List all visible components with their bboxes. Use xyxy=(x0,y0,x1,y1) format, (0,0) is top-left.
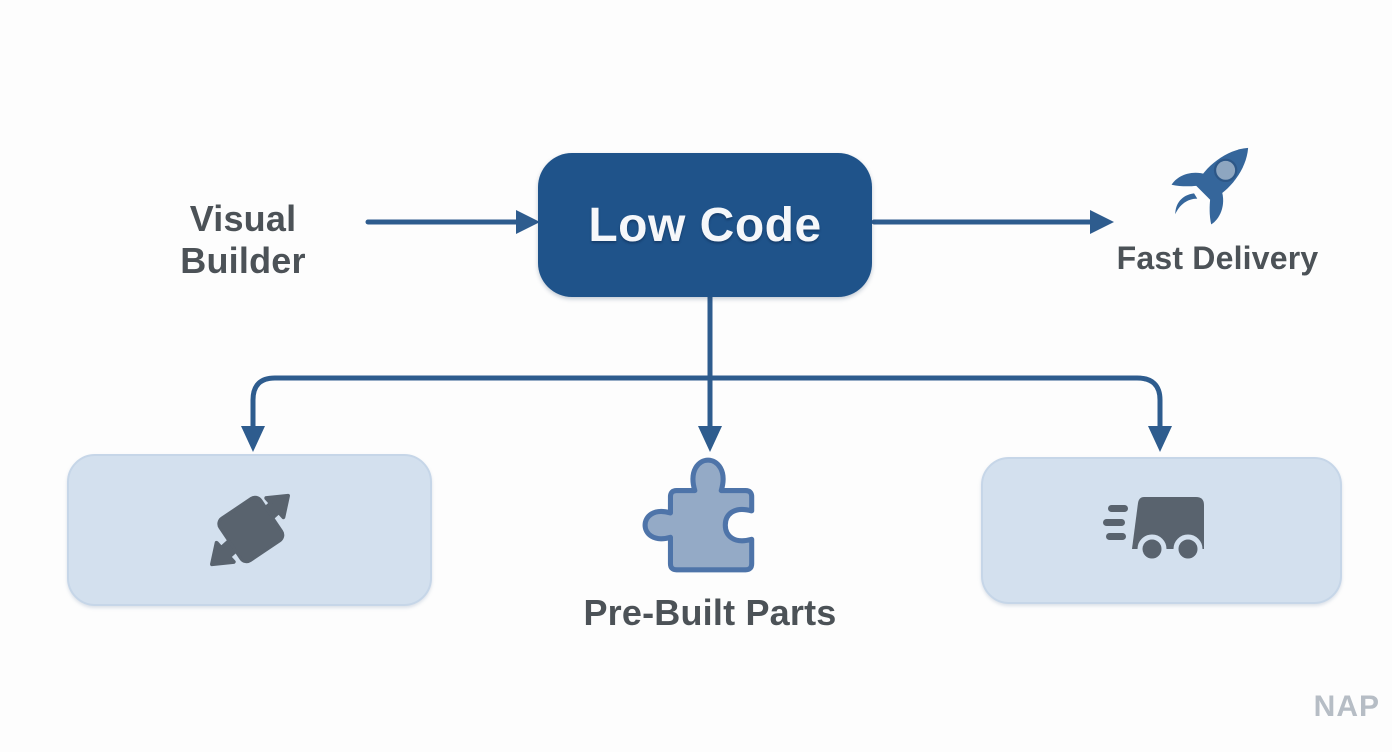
low-code-title: Low Code xyxy=(588,198,822,252)
low-code-node: Low Code xyxy=(538,153,872,297)
arrowhead-right-2 xyxy=(1090,210,1114,234)
fast-delivery-label: Fast Delivery xyxy=(1116,240,1319,276)
branch-bar xyxy=(250,375,1163,433)
visual-builder-line1: Visual xyxy=(189,198,297,239)
puzzle-icon xyxy=(642,457,755,573)
visual-builder-label: Visual Builder xyxy=(143,198,343,283)
arrowhead-down-center xyxy=(698,426,722,452)
pre-built-parts-label: Pre-Built Parts xyxy=(583,592,837,633)
visual-builder-line2: Builder xyxy=(180,240,306,282)
delivery-panel xyxy=(981,457,1342,604)
arrowhead-right-1 xyxy=(516,210,540,234)
truck-icon xyxy=(1102,496,1204,563)
watermark: NAP xyxy=(1313,690,1380,723)
arrowhead-down-right xyxy=(1148,426,1172,452)
rocket-icon xyxy=(1171,147,1249,225)
scale-move-icon xyxy=(209,493,290,567)
arrowhead-down-left xyxy=(241,426,265,452)
scalability-panel xyxy=(67,454,432,606)
